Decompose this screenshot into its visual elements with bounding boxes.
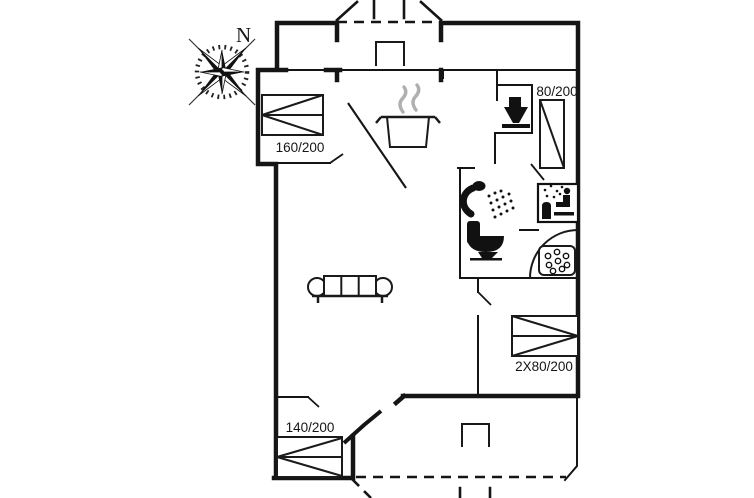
bed-160-symbol xyxy=(261,94,324,136)
toilet-icon-wc xyxy=(502,97,530,128)
north-terrace xyxy=(335,0,443,66)
bed-140-symbol xyxy=(276,436,343,478)
toilet-icon-bathroom xyxy=(467,221,504,261)
door-leaves xyxy=(307,102,545,445)
bed-160-label: 160/200 xyxy=(276,140,325,155)
compass-rose xyxy=(188,38,256,106)
sauna-icon xyxy=(536,182,580,224)
whirlpool-icon xyxy=(529,229,579,279)
south-terrace xyxy=(351,397,578,498)
bed-2x80-symbol xyxy=(511,315,579,357)
stove-pot-icon xyxy=(375,83,441,148)
steam-icon xyxy=(411,83,421,112)
terrace-table-icon-north xyxy=(375,41,405,66)
interior-walls xyxy=(257,69,579,398)
bed-140-label: 140/200 xyxy=(286,420,335,435)
north-label: N xyxy=(236,23,251,47)
sofa-icon xyxy=(307,275,393,303)
bed-80-symbol xyxy=(539,99,565,169)
bed-2x80-label: 2X80/200 xyxy=(515,359,573,374)
terrace-table-icon-south xyxy=(461,423,490,447)
shower-icon xyxy=(459,181,515,219)
open-entry-door xyxy=(342,409,383,445)
steam-icon xyxy=(398,85,408,114)
bed-80-label: 80/200 xyxy=(536,84,577,99)
